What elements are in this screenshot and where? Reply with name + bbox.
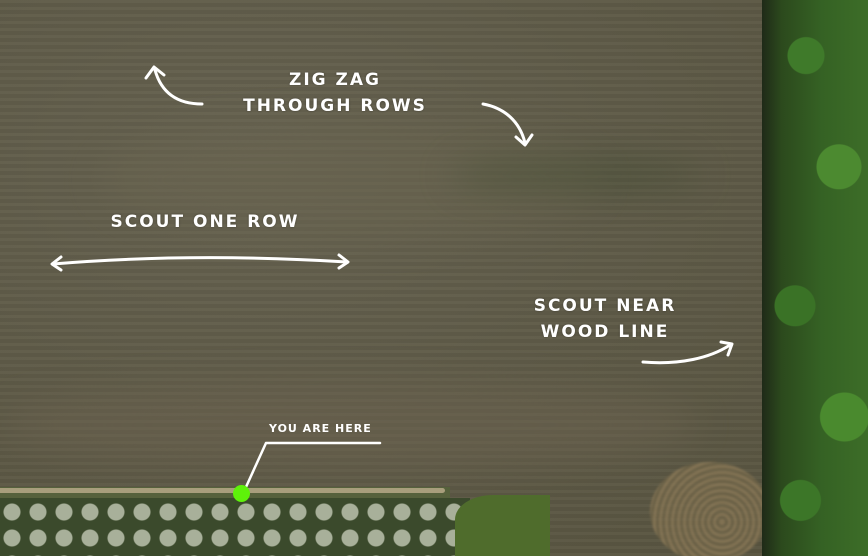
curved-arrow-down-right-icon xyxy=(481,102,534,147)
zig-zag-line-2: THROUGH ROWS xyxy=(243,96,427,116)
you-are-here-label: YOU ARE HERE xyxy=(269,422,372,435)
curved-arrow-right-icon xyxy=(641,340,734,365)
grass-patch xyxy=(455,495,550,556)
wood-line xyxy=(762,0,868,556)
scout-one-row-label: SCOUT ONE ROW xyxy=(110,212,300,232)
scout-wood-line-2: WOOD LINE xyxy=(540,322,670,342)
zig-zag-label: ZIG ZAG THROUGH ROWS xyxy=(230,67,440,119)
zig-zag-line-1: ZIG ZAG xyxy=(289,70,381,90)
curved-arrow-up-left-icon xyxy=(144,65,204,106)
field-patch xyxy=(450,160,700,190)
you-are-here-marker[interactable] xyxy=(233,485,250,502)
scout-wood-line-label: SCOUT NEAR WOOD LINE xyxy=(515,293,695,345)
orchard-rows xyxy=(0,498,470,556)
you-are-here-pointer-line xyxy=(244,441,382,489)
scout-wood-line-1: SCOUT NEAR xyxy=(533,296,677,316)
double-arrow-horizontal-icon xyxy=(50,253,350,272)
dirt-track xyxy=(0,488,445,493)
hay-circle xyxy=(650,462,770,556)
field-patch xyxy=(0,380,700,470)
